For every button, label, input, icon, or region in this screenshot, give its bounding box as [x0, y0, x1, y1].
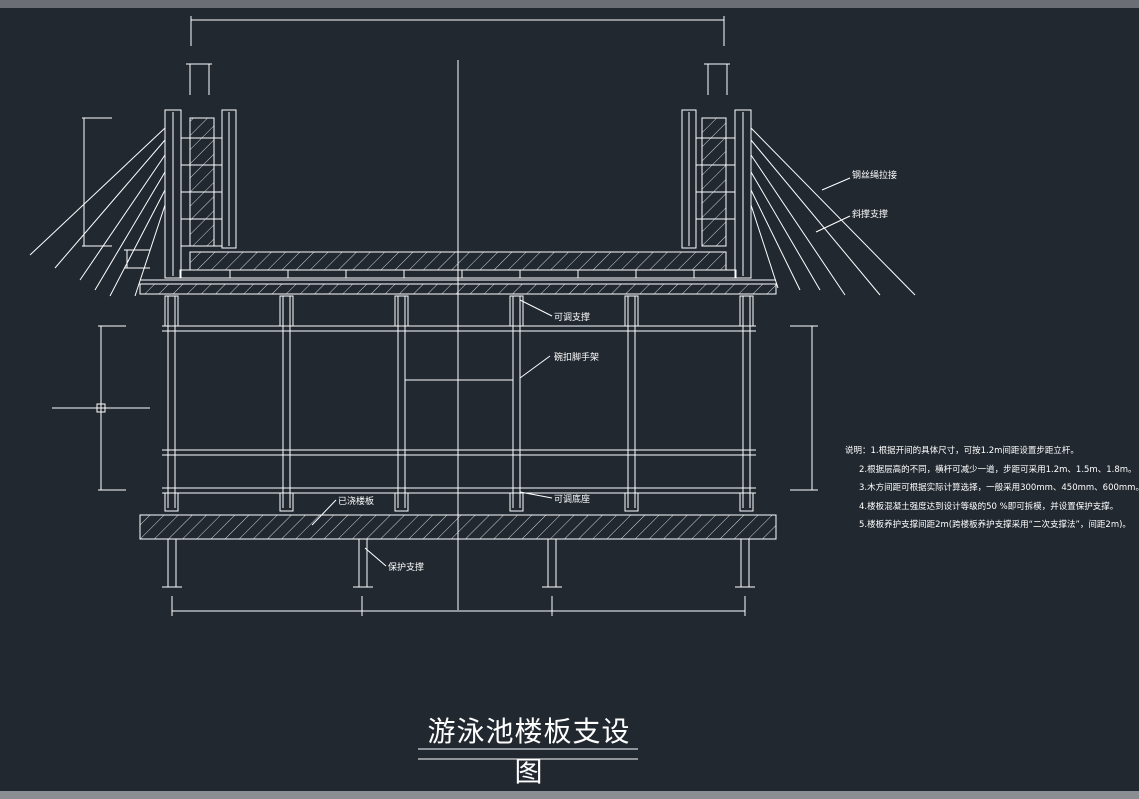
label-scaffold: 碗扣脚手架 — [554, 351, 599, 363]
cad-canvas[interactable]: 钢丝绳拉接 斜撑支撑 可调支撑 碗扣脚手架 可调底座 已浇楼板 保护支撑 说明：… — [0, 8, 1139, 791]
right-cables — [750, 127, 916, 296]
left-height-dim — [82, 117, 150, 269]
note-line-3: 3.木方间距可根据实际计算选择，一般采用300mm、450mm、600mm。 — [859, 483, 1139, 493]
note-line-4: 4.楼板混凝土强度达到设计等级的50 %即可拆模，并设置保护支撑。 — [859, 501, 1119, 512]
protective-supports — [162, 538, 755, 588]
label-diagonal: 斜撑支撑 — [852, 208, 888, 220]
pool-slab — [139, 251, 777, 295]
scaffold-standards — [167, 296, 751, 508]
top-dimension — [186, 16, 730, 95]
left-wall — [164, 109, 237, 279]
note-line-5: 5.楼板养护支撑间距2m(跨楼板养护支撑采用“二次支撑法”，间距2m)。 — [859, 520, 1131, 530]
label-adjustable-top: 可调支撑 — [554, 311, 590, 323]
label-cast-slab: 已浇楼板 — [338, 495, 374, 507]
window-top-bar — [0, 0, 1139, 8]
crosshair-cursor — [52, 325, 150, 491]
note-line-1: 说明：1.根据开间的具体尺寸，可按1.2m间距设置步距立杆。 — [845, 446, 1079, 456]
right-wall — [681, 109, 752, 279]
bottom-dimension — [171, 596, 746, 616]
drawing-title: 游泳池楼板支设图 — [427, 715, 631, 788]
cast-slab — [139, 514, 777, 540]
right-height-dim — [790, 325, 818, 491]
leader-lines — [311, 299, 553, 567]
drawing-svg: 钢丝绳拉接 斜撑支撑 可调支撑 碗扣脚手架 可调底座 已浇楼板 保护支撑 — [29, 16, 916, 760]
label-protective: 保护支撑 — [388, 561, 424, 573]
scaffold-ledgers — [162, 325, 756, 494]
label-adjustable-base: 可调底座 — [554, 493, 590, 505]
label-steel-wire: 钢丝绳拉接 — [852, 169, 897, 181]
window-bottom-bar — [0, 791, 1139, 799]
slab-joists — [229, 270, 695, 278]
note-line-2: 2.根据层高的不同，横杆可减少一道，步距可采用1.2m、1.5m、1.8m。 — [859, 464, 1137, 475]
left-cables — [29, 127, 166, 297]
notes-block: 说明：1.根据开间的具体尺寸，可按1.2m间距设置步距立杆。 2.根据层高的不同… — [845, 442, 1139, 535]
adjustable-supports — [164, 295, 754, 512]
